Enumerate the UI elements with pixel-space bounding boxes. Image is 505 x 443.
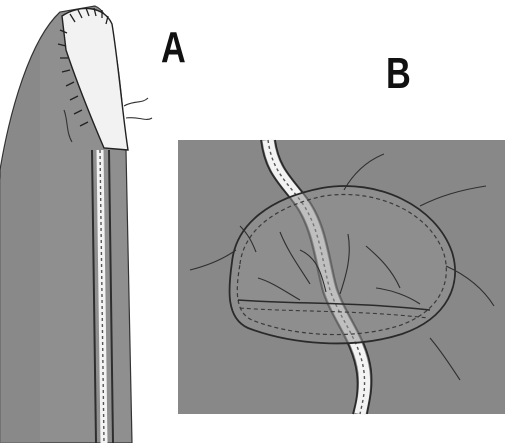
- panel-b-label: B: [386, 52, 411, 96]
- panel-a-label: A: [161, 26, 186, 70]
- fabric-strip-shade: [0, 40, 40, 443]
- panel-a-drawing: [0, 6, 152, 443]
- panel-b-drawing: [178, 140, 505, 414]
- loose-thread-a1: [124, 98, 152, 119]
